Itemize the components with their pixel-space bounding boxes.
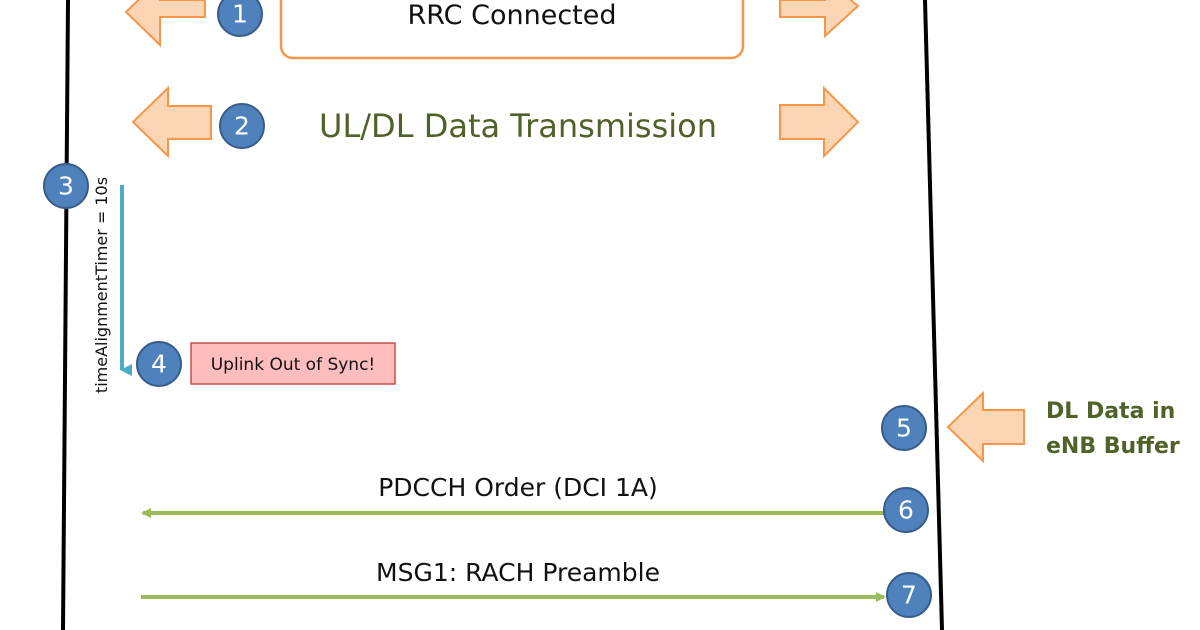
- rrc-connected-label: RRC Connected: [408, 0, 617, 31]
- step-4-marker: 4: [136, 341, 182, 387]
- step-2-marker: 2: [219, 103, 265, 149]
- step-5-label: 5: [896, 414, 912, 443]
- step-7-marker: 7: [886, 572, 932, 618]
- step-1-marker: 1: [217, 0, 263, 37]
- ue-lifeline: [61, 0, 70, 630]
- time-alignment-timer-label: timeAlignmentTimer = 10s: [92, 177, 111, 393]
- data-transmission-label: UL/DL Data Transmission: [319, 107, 717, 145]
- step-5-marker: 5: [881, 405, 927, 451]
- out-of-sync-alert: [190, 342, 396, 385]
- step-1-label: 1: [232, 0, 248, 29]
- step-3-marker: 3: [43, 163, 89, 209]
- block-arrow-right-1: [779, 0, 860, 39]
- step-2-label: 2: [234, 112, 250, 141]
- step-4-label: 4: [151, 350, 167, 379]
- pdcch-order-label: PDCCH Order (DCI 1A): [378, 473, 658, 502]
- step-6-marker: 6: [883, 487, 929, 533]
- rrc-connected-box: [279, 0, 745, 60]
- dl-buffer-label-line2: eNB Buffer: [1046, 434, 1180, 459]
- dl-buffer-label-line1: DL Data in: [1046, 399, 1175, 424]
- step-3-label: 3: [58, 172, 74, 201]
- block-arrow-left-buffer: [946, 390, 1025, 464]
- step-6-label: 6: [898, 496, 914, 525]
- step-7-label: 7: [901, 581, 917, 610]
- block-arrow-left-1: [124, 0, 206, 48]
- block-arrow-right-2: [779, 85, 860, 159]
- block-arrow-left-2: [131, 85, 212, 159]
- out-of-sync-label: Uplink Out of Sync!: [211, 355, 376, 375]
- enb-lifeline: [923, 0, 944, 630]
- msg1-rach-preamble-label: MSG1: RACH Preamble: [376, 558, 660, 587]
